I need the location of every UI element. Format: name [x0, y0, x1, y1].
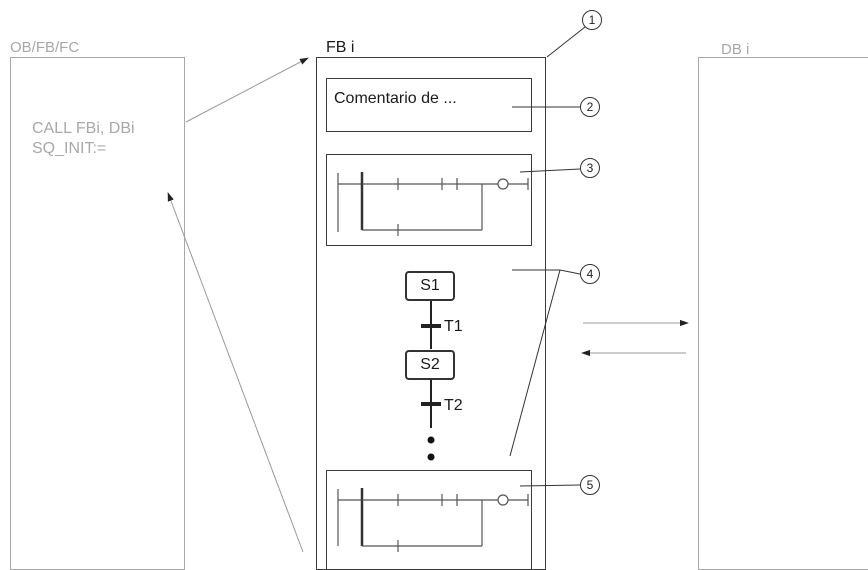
call-code-line1: CALL FBi, DBi [32, 120, 135, 137]
call-arrow [185, 57, 309, 123]
callout-3: 3 [580, 158, 600, 178]
callout-1: 1 [582, 10, 602, 30]
callout-5: 5 [580, 475, 600, 495]
continuation-dot-2 [427, 453, 435, 461]
ladder-network-bottom [326, 470, 532, 570]
callout-2: 2 [580, 97, 600, 117]
ladder-bottom [337, 488, 529, 552]
sq-init-arrow [167, 192, 304, 553]
ladder-top [337, 172, 529, 236]
fb-block-title: FB i [326, 39, 355, 56]
leader-4c [559, 269, 581, 275]
step-s1: S1 [405, 271, 455, 301]
call-code-line2: SQ_INIT:= [32, 140, 107, 157]
leader-5 [519, 484, 581, 487]
continuation-dot-1 [427, 436, 435, 444]
sequencer-links [421, 301, 441, 428]
comment-text: Comentario de ... [334, 90, 457, 107]
transition-t1-label: T1 [444, 318, 463, 335]
left-block-title: OB/FB/FC [10, 39, 80, 56]
comment-box [326, 78, 532, 132]
db-block [698, 57, 868, 570]
leader-3 [519, 168, 581, 173]
ladder-network-top [326, 154, 532, 246]
callout-4: 4 [580, 264, 600, 284]
leader-4b [509, 269, 561, 457]
left-block [10, 57, 185, 570]
leader-1 [546, 26, 586, 58]
db-block-title: DB i [721, 41, 750, 58]
step-s2: S2 [405, 350, 455, 380]
transition-t2-label: T2 [444, 397, 463, 414]
